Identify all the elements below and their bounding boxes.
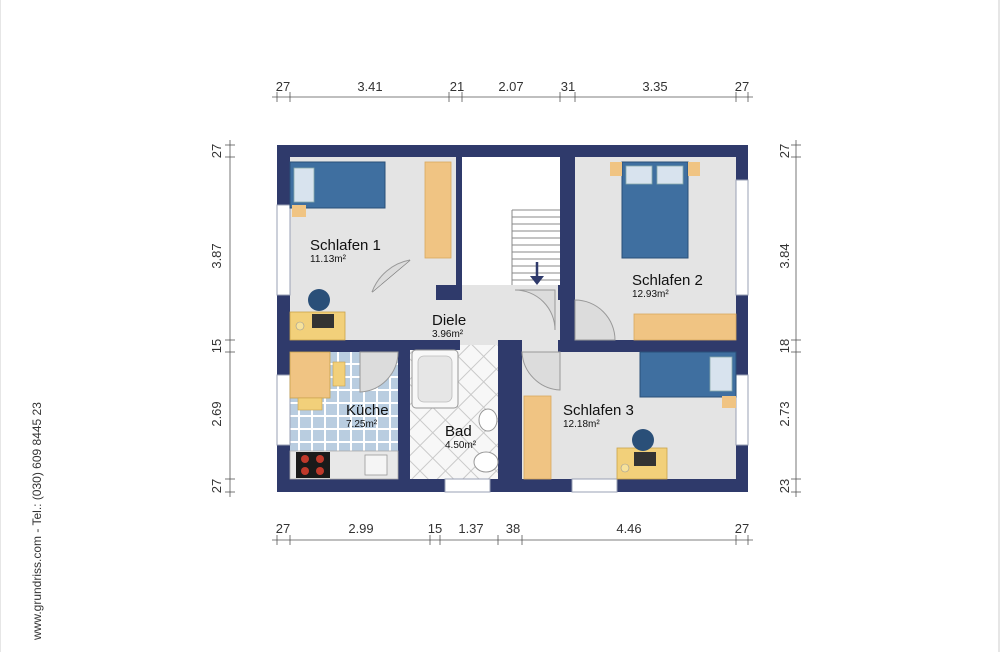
area-bad: 4.50m²	[445, 440, 477, 451]
nightstand-s2-right	[688, 162, 700, 176]
burner-2	[316, 455, 324, 463]
area-kueche: 7.25m²	[346, 419, 378, 430]
dim-top-3: 21	[450, 79, 464, 94]
dim-top-5: 31	[561, 79, 575, 94]
wall-stair-bottom-left	[436, 285, 462, 300]
label-kueche: Küche	[346, 402, 389, 419]
wall-diele-bad	[398, 340, 460, 350]
dim-bottom-1: 27	[276, 521, 290, 536]
contact-footer: www.grundriss.com - Tel.: (030) 609 8445…	[30, 402, 44, 640]
area-schlafen-1: 11.13m²	[310, 254, 347, 265]
dim-top-4: 2.07	[498, 79, 523, 94]
wall-s1-kueche	[290, 340, 358, 352]
area-schlafen-2: 12.93m²	[632, 289, 669, 300]
dim-right-1: 27	[777, 144, 792, 158]
wall-kueche-bad	[398, 345, 410, 479]
wall-stair-s2	[560, 157, 575, 297]
burner-3	[301, 467, 309, 475]
nightstand-s1	[292, 205, 306, 217]
door-schlafen-1	[371, 259, 411, 293]
lamp-s1	[295, 321, 305, 331]
wardrobe-s2	[633, 313, 737, 341]
window-s1	[276, 204, 291, 296]
kitchen-sink	[364, 454, 388, 476]
area-schlafen-3: 12.18m²	[563, 419, 600, 430]
dim-bottom-3: 15	[428, 521, 442, 536]
dim-left-1: 27	[209, 144, 224, 158]
dining-chair-right	[332, 361, 346, 387]
dim-top-6: 3.35	[642, 79, 667, 94]
window-kueche	[276, 374, 291, 446]
dimension-lines	[225, 92, 801, 545]
wall-s1-stair	[456, 157, 462, 297]
door-kueche	[359, 351, 399, 393]
dim-bottom-7: 27	[735, 521, 749, 536]
laptop-s3	[634, 452, 656, 466]
laptop-s1	[312, 314, 334, 328]
wall-bad-diele	[498, 340, 522, 479]
dim-bottom-6: 4.46	[616, 521, 641, 536]
dining-table	[289, 351, 331, 399]
dim-bottom-5: 38	[506, 521, 520, 536]
dim-left-2: 3.87	[209, 243, 224, 268]
chair-s1	[308, 289, 330, 311]
dim-left-3: 15	[209, 339, 224, 353]
window-s2	[735, 179, 749, 296]
dim-top-2: 3.41	[357, 79, 382, 94]
door-schlafen-2	[574, 299, 616, 341]
pillow-s3	[709, 356, 733, 392]
label-diele: Diele	[432, 312, 466, 329]
dim-top-7: 27	[735, 79, 749, 94]
burner-4	[316, 467, 324, 475]
label-schlafen-3: Schlafen 3	[563, 402, 634, 419]
wardrobe-s3	[523, 395, 552, 480]
dining-chair-bottom	[297, 397, 323, 411]
door-diele	[514, 289, 556, 331]
label-schlafen-1: Schlafen 1	[310, 237, 381, 254]
label-schlafen-2: Schlafen 2	[632, 272, 703, 289]
washbasin	[478, 408, 498, 432]
window-s3	[735, 374, 749, 446]
wall-stair-bottom-right	[558, 285, 575, 295]
door-schlafen-3	[521, 351, 561, 391]
lamp-s3	[620, 463, 630, 473]
pillow-s1	[293, 167, 315, 203]
dim-right-4: 2.73	[777, 401, 792, 426]
nightstand-s3	[722, 396, 736, 408]
cooktop	[296, 452, 330, 478]
dim-right-2: 3.84	[777, 243, 792, 268]
dim-bottom-2: 2.99	[348, 521, 373, 536]
wall-s2-s3	[558, 340, 736, 352]
chair-s3	[632, 429, 654, 451]
dim-left-4: 2.69	[209, 401, 224, 426]
stair-arrow-icon	[530, 262, 544, 285]
pillow-s2-left	[625, 165, 653, 185]
dim-top-1: 27	[276, 79, 290, 94]
burner-1	[301, 455, 309, 463]
wardrobe-s1	[424, 161, 452, 259]
dim-left-5: 27	[209, 479, 224, 493]
dim-right-5: 23	[777, 479, 792, 493]
bathtub-basin	[417, 355, 453, 403]
area-diele: 3.96m²	[432, 329, 464, 340]
label-bad: Bad	[445, 423, 472, 440]
window-bad	[444, 478, 491, 493]
dim-right-3: 18	[777, 339, 792, 353]
dim-bottom-4: 1.37	[458, 521, 483, 536]
nightstand-s2-left	[610, 162, 622, 176]
pillow-s2-right	[656, 165, 684, 185]
toilet	[473, 451, 499, 473]
window-s3-bottom	[571, 478, 618, 493]
stair-well	[462, 157, 560, 285]
